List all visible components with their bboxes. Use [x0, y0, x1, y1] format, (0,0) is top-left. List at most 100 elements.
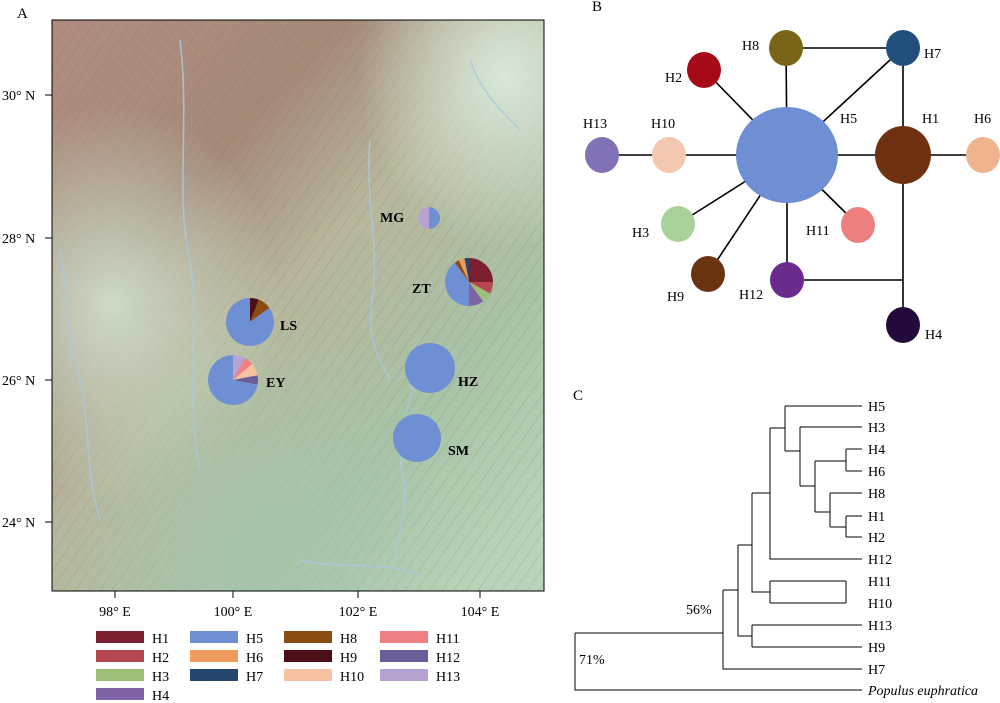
tree-tip-label: H4	[868, 443, 885, 458]
population-pies	[208, 207, 493, 462]
pie-slice-h5	[226, 298, 274, 346]
network-node-h12	[770, 262, 804, 298]
legend-swatch-h8	[284, 631, 332, 643]
network-label-h12: H12	[739, 288, 763, 303]
pie-slice-h6	[458, 258, 469, 282]
network-node-h8	[769, 30, 803, 66]
network-label-h11: H11	[806, 224, 830, 239]
legend-swatch-h6	[190, 650, 238, 662]
legend-label-h11: H11	[436, 632, 460, 647]
pie-slice-h1	[469, 258, 493, 282]
tree-tip-label: H2	[868, 531, 885, 546]
panel-label-c: C	[573, 388, 583, 404]
tree-tip-label: H3	[868, 421, 885, 436]
pie-slice-h13	[233, 355, 246, 380]
pie-slice-h8	[454, 260, 469, 282]
site-label-zt: ZT	[412, 282, 431, 297]
legend-label-h13: H13	[436, 670, 460, 685]
tree-tip-label: H11	[868, 575, 892, 590]
network-node-h4	[886, 307, 920, 343]
network-label-h2: H2	[665, 71, 682, 86]
pie-slice-h13	[418, 207, 429, 229]
tree-tip-label: H7	[868, 663, 885, 678]
network-label-h7: H7	[924, 47, 941, 62]
tree-tip-label: H6	[868, 465, 885, 480]
legend-swatch-h3	[96, 669, 144, 681]
legend-swatch-h10	[284, 669, 332, 681]
tree-tip-label: H1	[868, 510, 885, 525]
latitude-ticks: 30° N 28° N 26° N 24° N	[2, 89, 52, 531]
network-node-h2	[687, 52, 721, 88]
pie-slice-h4	[469, 282, 484, 306]
legend-label-h6: H6	[246, 651, 263, 666]
pie-slice-h8	[250, 299, 270, 322]
site-label-sm: SM	[448, 444, 469, 459]
tree-tip-label: H8	[868, 487, 885, 502]
legend-swatch-h4	[96, 688, 144, 700]
network-node-h9	[691, 256, 725, 292]
pie-hz	[405, 343, 455, 393]
tree-tip-label: H5	[868, 400, 885, 415]
tree-branches	[574, 405, 862, 691]
legend-swatch-h5	[190, 631, 238, 643]
lat-tick-label: 26° N	[2, 374, 35, 389]
pie-slice-h9	[250, 298, 259, 322]
pie-slice-h3	[469, 282, 491, 302]
pie-slice-h5	[405, 343, 455, 393]
pie-slice-h12	[233, 375, 258, 385]
network-node-h1	[875, 126, 931, 184]
legend-swatch-h2	[96, 650, 144, 662]
lat-tick-label: 24° N	[2, 516, 35, 531]
tree-tips: H5 H3 H4 H6 H8 H1 H2 H12 H11 H10 H13 H9 …	[579, 400, 978, 699]
network-label-h9: H9	[667, 290, 684, 305]
pie-slice-h5	[393, 414, 441, 462]
site-label-ey: EY	[266, 376, 285, 391]
network-node-h3	[661, 206, 695, 242]
network-node-h10	[652, 137, 686, 173]
pie-mg	[418, 207, 440, 229]
pie-slice-h5	[445, 262, 469, 306]
legend-label-h3: H3	[152, 670, 169, 685]
legend-label-h9: H9	[340, 651, 357, 666]
lon-tick-label: 100° E	[214, 605, 253, 620]
network-label-h5: H5	[840, 112, 857, 127]
network-label-h6: H6	[974, 112, 991, 127]
tree-support-71: 71%	[579, 653, 605, 668]
network-node-h7	[886, 30, 920, 66]
site-label-hz: HZ	[458, 375, 478, 390]
network-nodes	[585, 30, 1000, 343]
site-label-mg: MG	[380, 211, 404, 226]
legend-label-h7: H7	[246, 670, 263, 685]
pie-zt	[445, 258, 493, 306]
panel-label-a: A	[17, 6, 28, 22]
pie-slice-h5	[208, 355, 258, 405]
tree-tip-label: H12	[868, 553, 892, 568]
lon-tick-label: 98° E	[99, 605, 131, 620]
tree-tip-label: H9	[868, 641, 885, 656]
site-label-ls: LS	[280, 319, 297, 334]
longitude-ticks: 98° E 100° E 102° E 104° E	[99, 591, 499, 620]
pie-slice-h2	[469, 282, 493, 294]
network-label-h4: H4	[925, 328, 942, 343]
lat-tick-label: 28° N	[2, 232, 35, 247]
legend-swatch-h13	[380, 669, 428, 681]
legend-label-h12: H12	[436, 651, 460, 666]
network-node-h5	[736, 107, 838, 203]
pie-slice-h5	[429, 207, 440, 229]
lon-tick-label: 104° E	[461, 605, 500, 620]
legend-label-h1: H1	[152, 632, 169, 647]
legend-label-h4: H4	[152, 689, 169, 703]
network-label-h13: H13	[583, 117, 607, 132]
pie-slice-h11	[233, 358, 253, 380]
network-node-h11	[841, 207, 875, 243]
legend-label-h8: H8	[340, 632, 357, 647]
network-label-h3: H3	[632, 226, 649, 241]
pie-slice-h10	[233, 364, 258, 380]
legend-swatch-h12	[380, 650, 428, 662]
tree-tip-label: H13	[868, 619, 892, 634]
network-label-h10: H10	[651, 117, 675, 132]
map-frame	[51, 19, 545, 592]
network-label-h8: H8	[742, 39, 759, 54]
